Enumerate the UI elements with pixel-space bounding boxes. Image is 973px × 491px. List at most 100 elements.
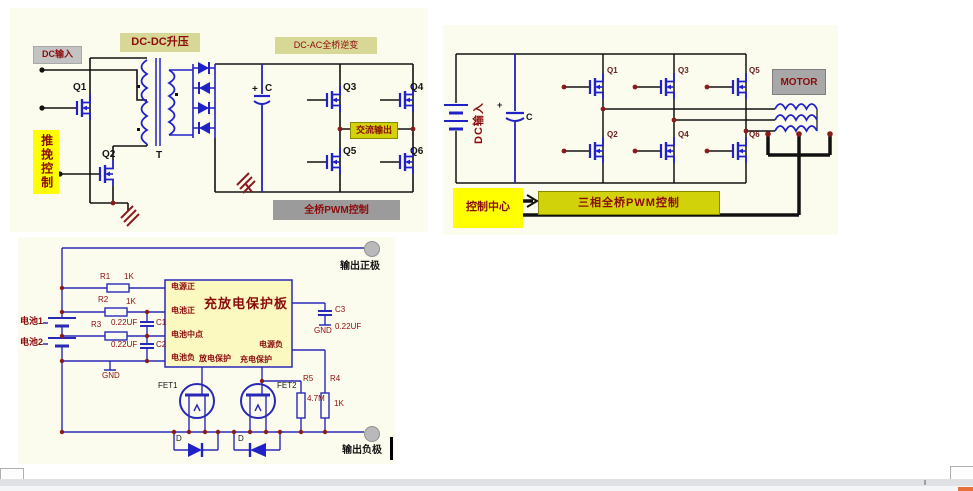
scrollbar-right-box[interactable] (950, 466, 973, 480)
r3-ref: R3 (91, 320, 102, 329)
output-positive-terminal (364, 241, 380, 257)
r5-value: 4.7M (307, 394, 325, 403)
output-negative-terminal (364, 426, 380, 442)
cap-ref: C (265, 83, 273, 94)
output-positive-label: 输出正极 (340, 261, 380, 272)
c3-value: 0.22UF (335, 322, 362, 331)
dcdc-boost-block: DC-DC升压 (120, 33, 200, 52)
protection-board-outline (164, 279, 293, 368)
dcac-bridge-block: DC-AC全桥逆变 (275, 37, 377, 54)
q2-mosfet (588, 137, 605, 163)
inverter-panel: DC输入 DC-DC升压 DC-AC全桥逆变 推挽控制 交流输出 全桥PWM控制… (10, 8, 428, 232)
rectifier-diodes (192, 62, 216, 138)
pin-power-pos: 电源正 (171, 282, 195, 291)
control-center-block: 控制中心 (453, 188, 523, 228)
h-scrollbar-track[interactable] (0, 479, 973, 486)
pin-power-neg: 电源负 (259, 340, 283, 349)
fet2-symbol (240, 383, 276, 419)
gnd1-label: GND (102, 371, 120, 380)
c2-value: 0.22UF (111, 340, 138, 349)
r1-value: 1K (124, 272, 134, 281)
d1-ref: D (176, 434, 182, 443)
pin-batt-mid: 电池中点 (171, 330, 203, 339)
r4-value: 1K (334, 399, 344, 408)
cap-plus-ref: + (252, 84, 258, 95)
battery2-label: 电池2 (20, 337, 44, 347)
output-negative-label: 输出负极 (342, 445, 382, 456)
board-title: 充放电保护板 (204, 296, 289, 311)
q6-mosfet (731, 137, 748, 163)
battery1-label: 电池1 (20, 316, 44, 326)
protection-panel: 输出正极 输出负极 电池1 电池2 R1 1K R2 1K R3 0.22UF … (18, 237, 395, 464)
gnd2-label: GND (314, 326, 332, 335)
fet1-symbol (179, 383, 215, 419)
bus-capacitor (505, 54, 525, 183)
q3-mosfet (325, 86, 342, 112)
motor-drive-panel: DC输入 + C Q1 Q2 Q3 Q4 Q5 Q6 MOTOR 控制中心 三相… (443, 25, 838, 235)
q1-ref: Q1 (607, 66, 618, 75)
c2-ref: C2 (156, 340, 167, 349)
fet2-ref: FET2 (277, 381, 297, 390)
cap-plus-ref: + (497, 100, 503, 110)
q4-mosfet (659, 137, 676, 163)
q6-ref: Q6 (749, 130, 760, 139)
q3-mosfet (659, 73, 676, 99)
q4-ref: Q4 (678, 130, 689, 139)
dc-input-block: DC输入 (33, 46, 82, 64)
orange-indicator (958, 487, 973, 491)
motor-wires (455, 53, 818, 184)
polarity-dots (137, 85, 178, 131)
bridge-pwm-block: 全桥PWM控制 (273, 200, 400, 220)
ground-symbols (120, 172, 256, 227)
q2-ref: Q2 (102, 149, 116, 160)
q5-ref: Q5 (343, 146, 357, 157)
junction-dots (110, 126, 416, 206)
bottom-strip (0, 486, 973, 491)
r5-ref: R5 (303, 374, 314, 383)
ac-output-block: 交流输出 (350, 122, 398, 139)
junction-dots (59, 285, 328, 435)
r2-ref: R2 (98, 295, 109, 304)
r4-ref: R4 (330, 374, 341, 383)
fet1-ref: FET1 (158, 381, 178, 390)
q5-mosfet (731, 73, 748, 99)
bus-capacitor (253, 64, 271, 192)
dc-source-battery (444, 104, 468, 131)
motor-block: MOTOR (772, 69, 826, 95)
transformer-ref: T (156, 150, 163, 161)
cap-ref: C (526, 112, 533, 122)
dc-input-label: DC输入 (473, 102, 485, 144)
resistors (104, 283, 330, 419)
q5-mosfet (325, 148, 342, 174)
junction-dots (561, 84, 833, 154)
q2-ref: Q2 (607, 130, 618, 139)
pin-batt-neg: 电池负 (171, 353, 195, 362)
q1-mosfet (588, 73, 605, 99)
scrollbar-tick (924, 480, 926, 485)
q1-mosfet (75, 94, 92, 120)
c1-value: 0.22UF (111, 318, 138, 327)
protection-diodes (188, 443, 266, 457)
pin-discharge: 放电保护 (199, 354, 231, 363)
q6-ref: Q6 (410, 146, 424, 157)
q3-ref: Q3 (343, 82, 357, 93)
motor-windings (774, 103, 818, 133)
text-cursor (390, 437, 393, 460)
push-pull-control-block: 推挽控制 (33, 130, 59, 194)
r1-ref: R1 (100, 272, 111, 281)
q1-ref: Q1 (73, 82, 87, 93)
q5-ref: Q5 (749, 66, 760, 75)
feedback-wires (505, 135, 832, 217)
c1-ref: C1 (156, 318, 167, 327)
transformer (140, 58, 193, 146)
d2-ref: D (238, 434, 244, 443)
c3-ref: C3 (335, 305, 346, 314)
three-phase-pwm-block: 三相全桥PWM控制 (538, 191, 720, 215)
inverter-schematic (39, 57, 416, 227)
capacitors (140, 310, 332, 349)
pin-batt-pos: 电池正 (171, 306, 195, 315)
q4-ref: Q4 (410, 82, 424, 93)
pin-charge: 充电保护 (240, 355, 272, 364)
r2-value: 1K (126, 297, 136, 306)
